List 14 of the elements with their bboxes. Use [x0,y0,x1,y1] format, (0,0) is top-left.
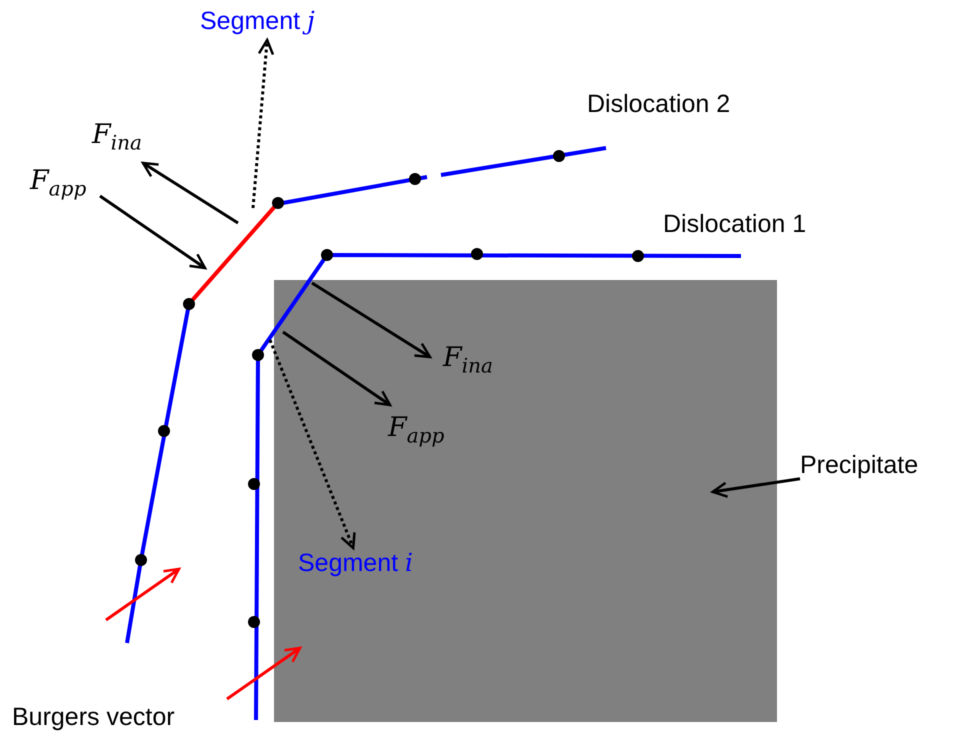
force-label: F$_{ina}$ [443,343,493,380]
segment-label: Segment i [298,548,414,578]
burgers-vector-label: Burgers vector [12,702,175,732]
dotted-arrow [252,38,274,208]
precipitate-label: Precipitate [800,450,920,480]
dislocation-label: Dislocation 1 [663,209,806,239]
force-label: F$_{app}$ [388,413,444,450]
precipitate-block [274,280,777,722]
force-label: F$_{ina}$ [92,120,142,156]
dotted-arrow [268,339,356,550]
arrow [711,477,800,498]
segment-label: Segment j [200,6,316,36]
force-label: F$_{app}$ [30,166,86,202]
dislocation-label: Dislocation 2 [587,89,730,119]
